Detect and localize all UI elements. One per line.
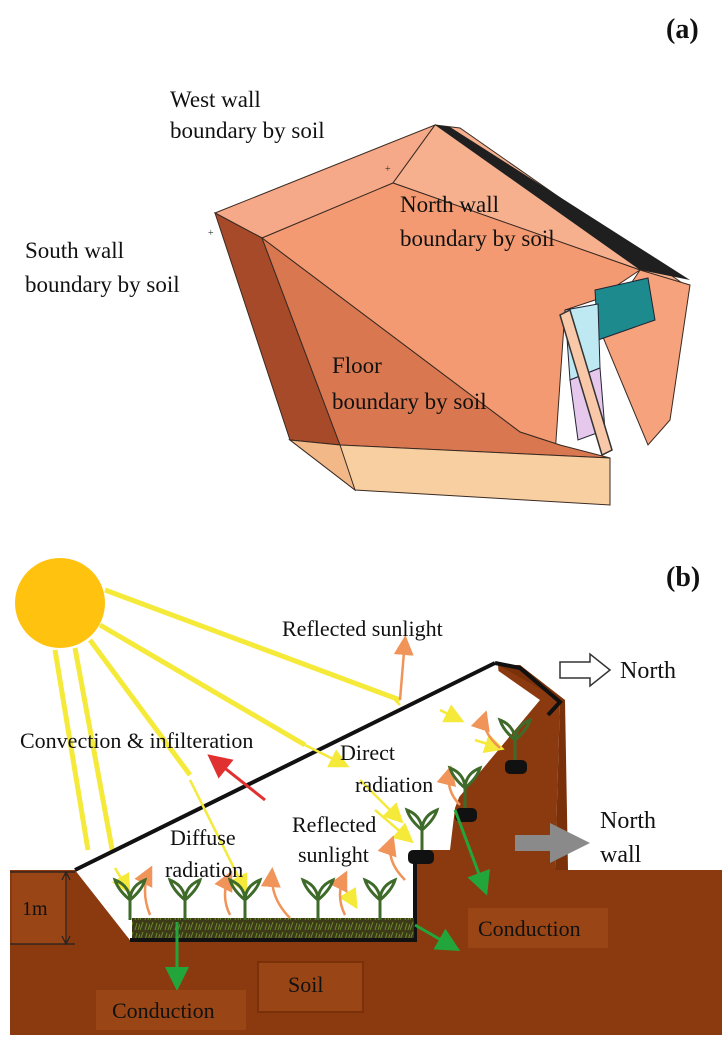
front-slab-left [288, 439, 356, 492]
floor-label: Floor boundary by soil [332, 353, 487, 414]
plant-icon [300, 877, 336, 920]
reflected-sunlight-inner-label: Reflected sunlight [292, 812, 382, 867]
plant-icon [227, 877, 263, 920]
south-wall-label: South wall boundary by soil [25, 238, 180, 297]
panel-a-model: + + [208, 123, 691, 506]
plant-icon [447, 765, 483, 808]
convection-label: Convection & infilteration [20, 728, 253, 753]
north-label: North [620, 658, 676, 684]
ray-5 [52, 649, 91, 851]
plant-icon [167, 877, 203, 920]
conduction-arrows [165, 809, 490, 991]
direct-radiation-label: Direct radiation [340, 740, 433, 797]
floor-face [260, 236, 611, 459]
conduction-left-box [96, 990, 246, 1030]
pot-icon [505, 760, 527, 774]
north-arrow-outline [559, 652, 612, 688]
panel-b-label: (b) [666, 562, 700, 593]
plant-icon [112, 877, 148, 920]
conduction-right-box [468, 908, 608, 948]
ray-2 [98, 622, 307, 748]
reflected-sunlight-top-label: Reflected sunlight [282, 616, 443, 641]
plants [112, 717, 533, 920]
conduction-right-label: Conduction [478, 916, 581, 941]
plant-icon [497, 717, 533, 760]
depth-dimension [10, 870, 75, 946]
trench-outline [130, 852, 417, 942]
pot-icon [455, 808, 477, 822]
convection-arrow [207, 754, 266, 802]
north-wall-b-label: North wall [600, 808, 662, 868]
inner-rays [111, 699, 505, 910]
soil-label: Soil [288, 972, 323, 997]
ray-4 [72, 647, 118, 866]
north-wall-label: North wall boundary by soil [400, 192, 555, 251]
depth-box [12, 872, 67, 944]
west-wall-label: West wall boundary by soil [170, 87, 325, 143]
crosshair-mark: + [385, 164, 391, 175]
sun-icon [15, 558, 105, 648]
plant-icon [362, 877, 398, 920]
sun-rays [52, 587, 401, 866]
conduction-left-label: Conduction [112, 998, 215, 1023]
crosshair-mark-2: + [208, 228, 214, 239]
ray-3 [87, 638, 193, 777]
planter-pots [408, 760, 527, 864]
greenhouse-cover [74, 661, 496, 872]
north-wall-outline [494, 661, 563, 717]
soil-box [257, 961, 364, 1013]
north-wall-edge [435, 125, 690, 280]
crop-bed [132, 918, 414, 938]
reflected-arrows [134, 635, 501, 919]
greenhouse-interior [75, 665, 540, 940]
depth-label: 1m [22, 898, 48, 920]
pot-icon [408, 850, 434, 864]
vent-frame [559, 308, 613, 457]
north-wall-arrow [515, 823, 590, 863]
ray-1 [104, 587, 401, 703]
plant-icon [404, 807, 440, 850]
panel-a-label: (a) [666, 14, 699, 45]
diffuse-radiation-label: Diffuse radiation [165, 825, 243, 882]
